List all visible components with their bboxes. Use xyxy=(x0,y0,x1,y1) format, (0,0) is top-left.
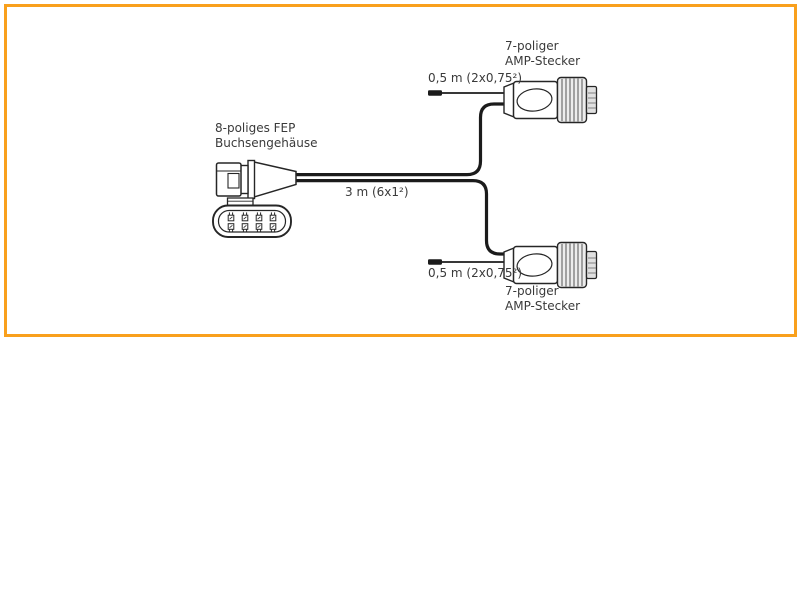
bottom-connector-label: 7-poliger AMP-Stecker xyxy=(505,284,581,313)
socket-housing-label: 8-poliges FEP Buchsengehäuse xyxy=(215,121,318,150)
top-connector-label: 7-poliger AMP-Stecker xyxy=(505,39,581,68)
cable-branch-bottom xyxy=(294,179,506,256)
wire-end-top xyxy=(428,90,442,96)
fep-housing-side-view xyxy=(215,159,297,200)
branch-wire-top xyxy=(428,90,506,96)
wire-end-bottom xyxy=(428,259,442,265)
top-wire-length-label: 0,5 m (2x0,75²) xyxy=(428,71,523,85)
bottom-wire-length-label: 0,5 m (2x0,75²) xyxy=(428,266,523,280)
amp-connector-bottom xyxy=(503,241,598,289)
branch-wire-bottom xyxy=(428,259,506,265)
cable-branch-top xyxy=(294,102,506,177)
main-cable-length-label: 3 m (6x1²) xyxy=(345,185,409,199)
fep-housing-front-view xyxy=(212,197,292,238)
main-cable xyxy=(294,102,506,256)
diagram-frame xyxy=(4,4,797,337)
